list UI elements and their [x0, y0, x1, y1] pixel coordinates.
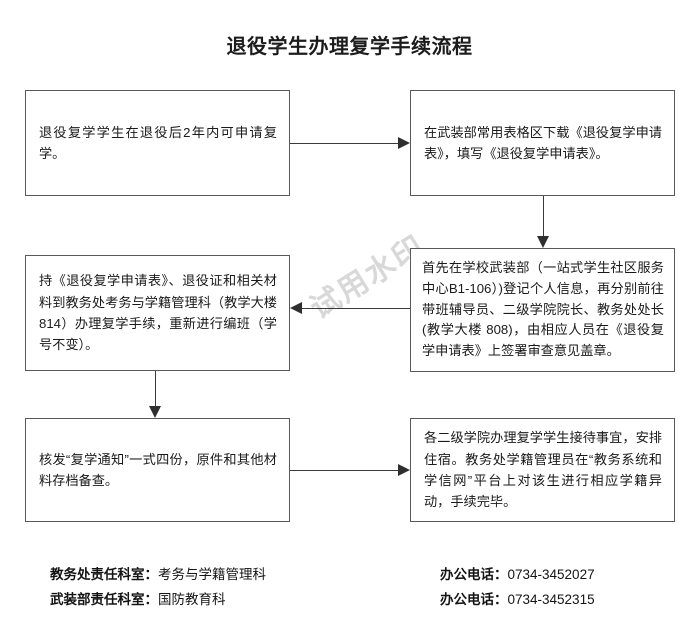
footer-row: 办公电话：0734-3452315 — [440, 588, 595, 613]
step-box-download-form-text: 在武装部常用表格区下载《退役复学申请表》，填写《退役复学申请表》。 — [424, 124, 662, 161]
step-box-academic-affairs-text: 持《退役复学申请表》、退役证和相关材料到教务处考务与学籍管理科（教学大楼814）… — [39, 273, 277, 353]
footer-phone-numbers: 办公电话：0734-3452027 办公电话：0734-3452315 — [440, 563, 595, 613]
step-box-college-reception-text: 各二级学院办理复学学生接待事宜，安排住宿。教务处学籍管理员在“教务系统和学信网”… — [424, 430, 662, 510]
arrowhead-box4-to-box3 — [290, 301, 302, 314]
footer-label-armed-forces-office: 武装部责任科室： — [50, 591, 158, 607]
footer-value-phone-academic: 0734-3452027 — [507, 567, 595, 582]
step-box-academic-affairs[interactable]: 持《退役复学申请表》、退役证和相关材料到教务处考务与学籍管理科（教学大楼814）… — [25, 255, 290, 371]
footer-value-phone-armed-forces: 0734-3452315 — [507, 591, 595, 607]
arrowhead-box1-to-box2 — [398, 136, 410, 149]
footer-value-academic-office: 考务与学籍管理科 — [158, 567, 266, 582]
connector-box3-to-box5 — [155, 371, 156, 406]
connector-box4-to-box3 — [302, 308, 410, 309]
footer-value-armed-forces-office: 国防教育科 — [158, 591, 226, 607]
footer-label-phone-armed-forces: 办公电话： — [440, 591, 508, 607]
connector-box1-to-box2 — [290, 143, 398, 144]
footer-label-academic-office: 教务处责任科室： — [50, 567, 158, 582]
step-box-download-form[interactable]: 在武装部常用表格区下载《退役复学申请表》，填写《退役复学申请表》。 — [410, 90, 675, 196]
connector-box2-to-box4 — [543, 196, 544, 236]
footer-label-phone-academic: 办公电话： — [440, 567, 508, 582]
arrowhead-box2-to-box4 — [536, 236, 549, 248]
footer-row: 教务处责任科室：考务与学籍管理科 — [50, 563, 266, 588]
page-title: 退役学生办理复学手续流程 — [226, 36, 473, 58]
step-box-eligibility[interactable]: 退役复学学生在退役后2年内可申请复学。 — [25, 90, 290, 196]
step-box-registration-signatures[interactable]: 首先在学校武装部（一站式学生社区服务中心B1-106）)登记个人信息，再分别前往… — [410, 248, 675, 372]
step-box-issue-notice-text: 核发“复学通知”一式四份，原件和其他材料存档备查。 — [39, 451, 277, 488]
step-box-issue-notice[interactable]: 核发“复学通知”一式四份，原件和其他材料存档备查。 — [25, 418, 290, 522]
footer-row: 武装部责任科室：国防教育科 — [50, 588, 266, 613]
step-box-eligibility-text: 退役复学学生在退役后2年内可申请复学。 — [39, 124, 277, 161]
arrowhead-box3-to-box5 — [148, 406, 161, 418]
footer-responsible-offices: 教务处责任科室：考务与学籍管理科 武装部责任科室：国防教育科 — [50, 563, 266, 613]
arrowhead-box5-to-box6 — [398, 463, 410, 476]
connector-box5-to-box6 — [290, 470, 398, 471]
step-box-registration-signatures-text: 首先在学校武装部（一站式学生社区服务中心B1-106）)登记个人信息，再分别前往… — [422, 259, 664, 359]
step-box-college-reception[interactable]: 各二级学院办理复学学生接待事宜，安排住宿。教务处学籍管理员在“教务系统和学信网”… — [410, 418, 675, 522]
footer-row: 办公电话：0734-3452027 — [440, 563, 595, 588]
